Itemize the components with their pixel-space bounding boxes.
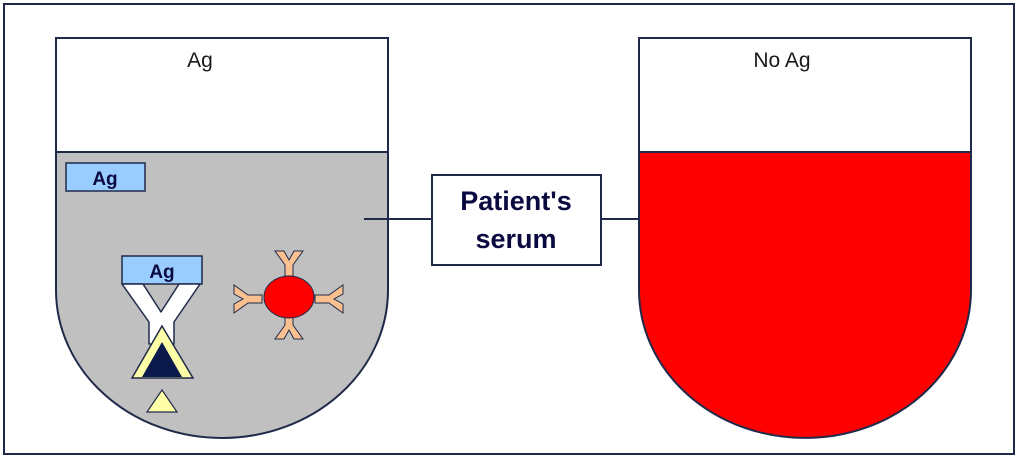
well-left-top-area (56, 38, 388, 152)
red-cell-icon (264, 276, 314, 318)
bound-antigen-label: Ag (149, 262, 174, 283)
free-antigen-label: Ag (92, 169, 117, 190)
well-right-label: No Ag (753, 49, 810, 72)
well-right: No Ag (639, 38, 971, 438)
well-left: Ag Ag Ag (56, 38, 388, 438)
well-left-label: Ag (187, 49, 213, 72)
serum-label-line1: Patient's (460, 186, 571, 216)
serum-label-line2: serum (475, 224, 556, 254)
serum-callout: Patient's serum (364, 175, 639, 265)
